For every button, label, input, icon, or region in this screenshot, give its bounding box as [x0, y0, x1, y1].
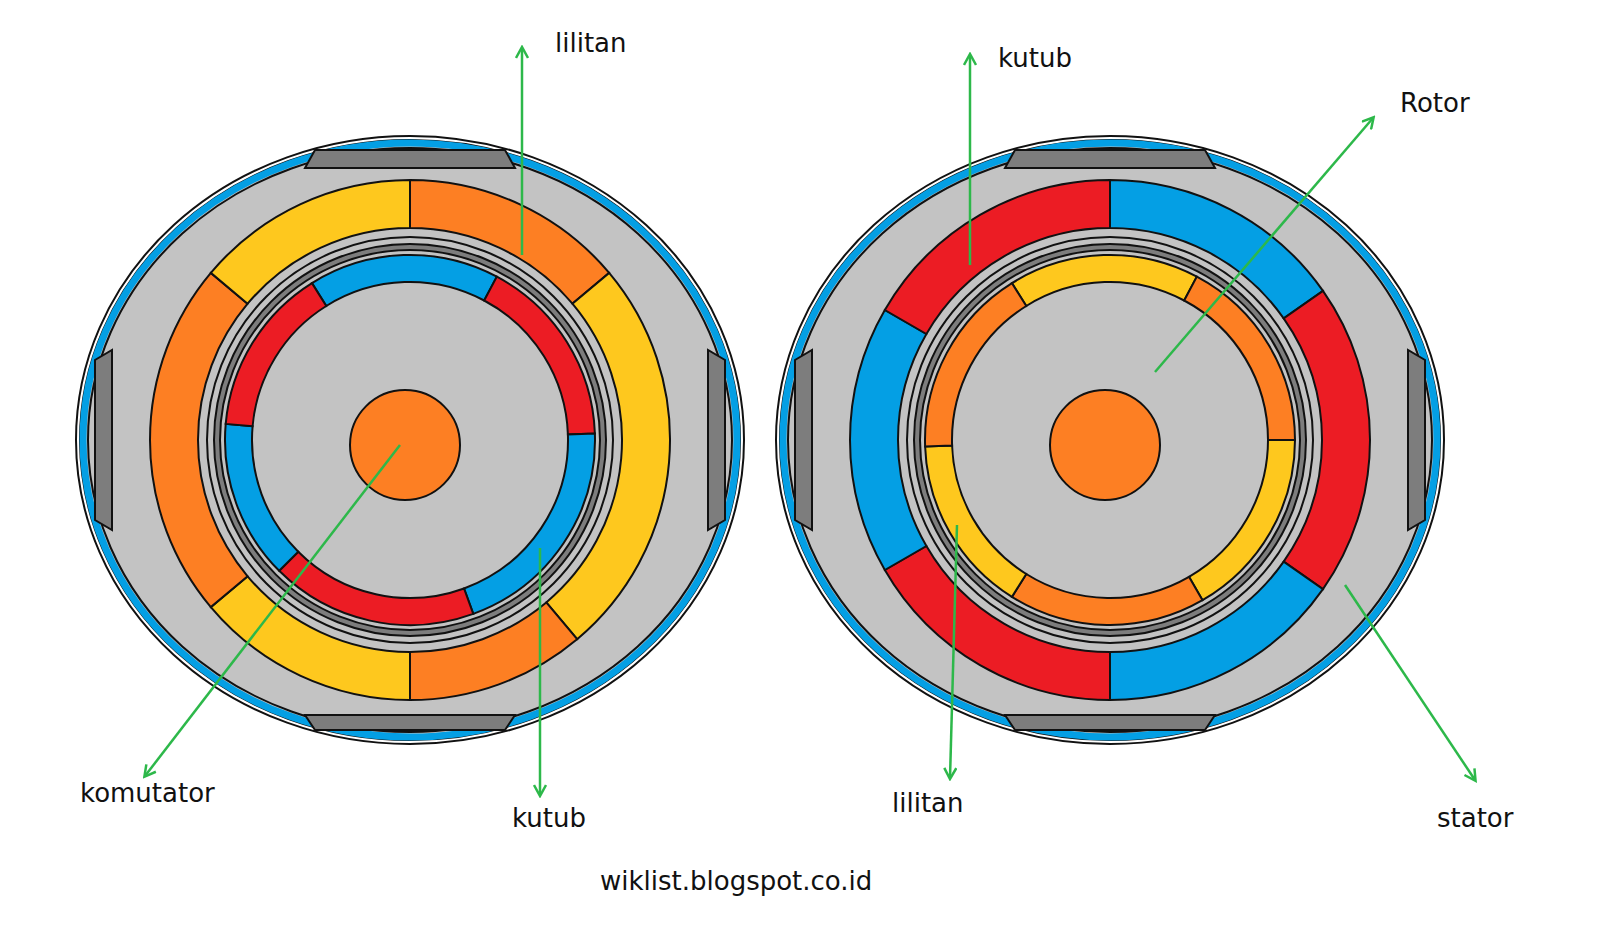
- housing: [80, 140, 740, 740]
- ring-segment: [1012, 574, 1203, 625]
- housing-rim: [83, 143, 737, 737]
- part-label: kutub: [998, 43, 1072, 74]
- rotor: [220, 250, 600, 630]
- air-gap: [907, 237, 1313, 643]
- pad: [1005, 715, 1215, 730]
- housing-edge: [88, 148, 732, 732]
- housing: [780, 140, 1440, 740]
- air-gap: [207, 237, 613, 643]
- part-label: lilitan: [892, 788, 964, 819]
- part-label: stator: [1437, 803, 1513, 834]
- rotor-ring: [914, 244, 1306, 636]
- pad: [305, 150, 515, 168]
- pad: [1005, 150, 1215, 168]
- ring-segment: [312, 255, 497, 306]
- ring-segment: [1184, 277, 1295, 440]
- part-label: lilitan: [555, 28, 627, 59]
- ring-segment: [464, 434, 595, 614]
- shaft: [1050, 390, 1160, 500]
- rotor: [920, 250, 1300, 630]
- ring-segment: [226, 283, 327, 426]
- ring-segment: [1012, 255, 1197, 306]
- housing-rim: [783, 143, 1437, 737]
- part-label: komutator: [80, 778, 215, 809]
- pad: [708, 350, 725, 530]
- pad: [95, 350, 112, 530]
- ring-segment: [1189, 440, 1295, 600]
- ring-segment: [925, 446, 1026, 597]
- ring-segment: [925, 283, 1026, 446]
- housing-edge: [76, 136, 744, 744]
- rotor-ring: [214, 244, 606, 636]
- part-label: kutub: [512, 803, 586, 834]
- housing-edge: [776, 136, 1444, 744]
- ring-segment: [484, 277, 595, 435]
- housing-edge: [788, 148, 1432, 732]
- watermark: wiklist.blogspot.co.id: [600, 866, 872, 897]
- part-label: Rotor: [1400, 88, 1470, 119]
- leader-lines: [145, 48, 1475, 795]
- ring-segment: [225, 424, 298, 571]
- shaft: [350, 390, 460, 500]
- pad: [795, 350, 812, 530]
- pad: [1408, 350, 1425, 530]
- pad: [305, 715, 515, 730]
